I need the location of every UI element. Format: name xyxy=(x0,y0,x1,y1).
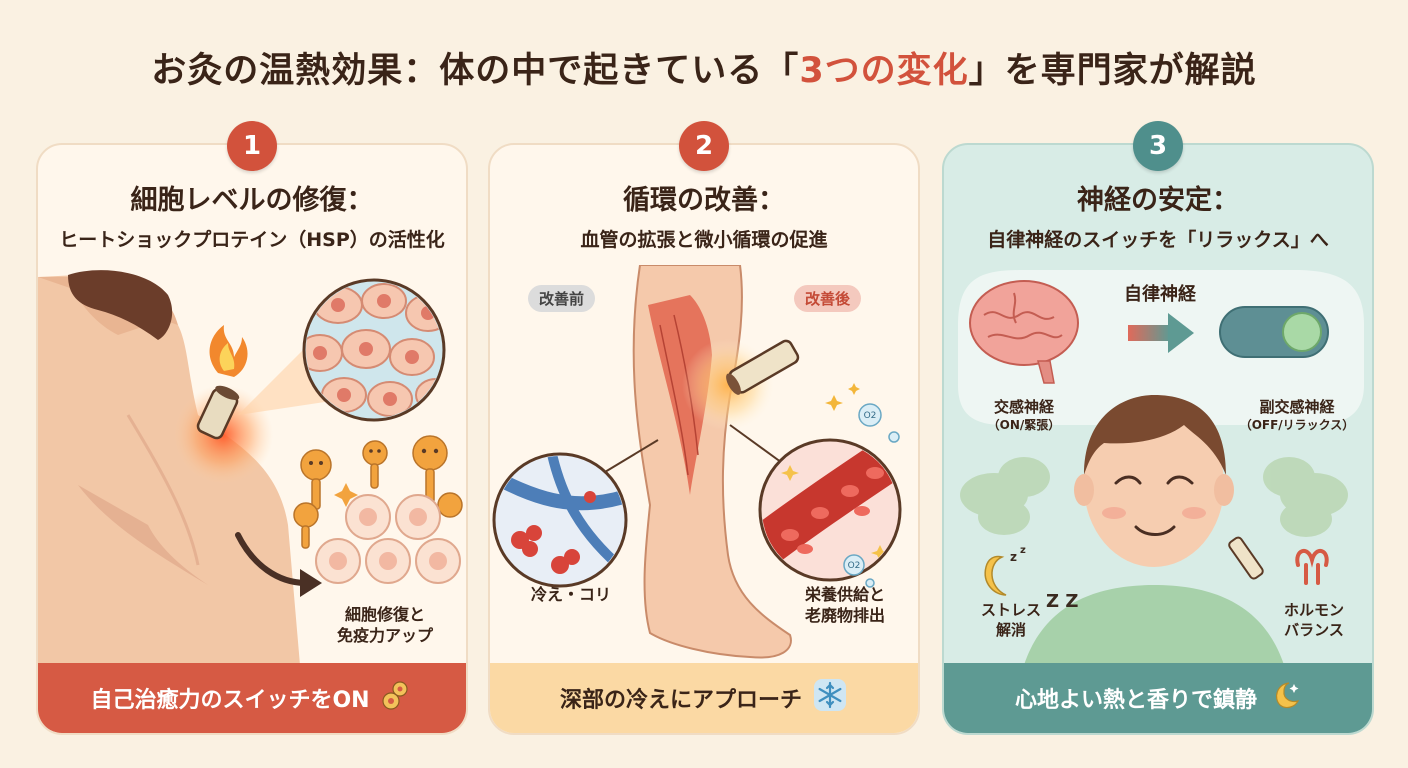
sympathetic-note: （ON/緊張） xyxy=(987,417,1061,432)
step-badge-1: 1 xyxy=(227,121,277,171)
snowflake-icon xyxy=(812,677,848,719)
card-subtitle: 自律神経のスイッチを「リラックス」へ xyxy=(987,229,1329,251)
parasympathetic-name: 副交感神経 xyxy=(1259,398,1335,416)
card-subtitle: ヒートショックプロテイン（HSP）の活性化 xyxy=(59,229,445,251)
title-highlight: 3つの変化 xyxy=(799,51,969,91)
autonomic-label: 自律神経 xyxy=(1124,284,1196,305)
card-footer: 深部の冷えにアプローチ xyxy=(490,663,918,733)
o2-label: O2 xyxy=(864,411,877,421)
sympathetic-label: 交感神経 （ON/緊張） xyxy=(964,398,1084,433)
card-title: 神経の安定： xyxy=(1077,185,1239,216)
step-badge-2: 2 xyxy=(679,121,729,171)
relax-illustration: z z Z Z xyxy=(958,270,1364,665)
stress-relief-label: ストレス 解消 xyxy=(980,601,1041,639)
card-nervous-system: 神経の安定： 自律神経のスイッチを「リラックス」へ xyxy=(942,143,1374,735)
nutrition-label: 栄養供給と 老廃物排出 xyxy=(804,585,885,625)
page-title: お灸の温熱効果：体の中で起きている「3つの変化」を専門家が解説 xyxy=(0,42,1408,93)
gear-icon xyxy=(380,678,414,718)
card-cell-repair: 細胞レベルの修復： ヒートショックプロテイン（HSP）の活性化 xyxy=(36,143,468,735)
card-circulation: 循環の改善： 血管の拡張と微小循環の促進 改善前 改善後 xyxy=(488,143,920,735)
zzz-text: Z Z xyxy=(1046,591,1078,612)
o2-label: O2 xyxy=(848,561,861,571)
parasympathetic-note: （OFF/リラックス） xyxy=(1239,417,1355,432)
cell-repair-label: 細胞修復と 免疫力アップ xyxy=(336,605,433,645)
sympathetic-name: 交感神経 xyxy=(993,398,1054,416)
hormone-balance-label: ホルモン バランス xyxy=(1283,601,1344,639)
svg-text:z: z xyxy=(1010,550,1017,564)
after-pill: 改善後 xyxy=(794,285,862,312)
title-post: 」を専門家が解説 xyxy=(968,51,1257,91)
step-badge-3: 3 xyxy=(1133,121,1183,171)
before-pill: 改善前 xyxy=(528,285,596,312)
card-footer: 心地よい熱と香りで鎮静 xyxy=(944,663,1372,733)
back-moxa-illustration xyxy=(38,270,463,665)
card-title: 循環の改善： xyxy=(623,185,785,216)
footer-text: 自己治癒力のスイッチをON xyxy=(90,688,370,713)
card-subtitle: 血管の拡張と微小循環の促進 xyxy=(580,229,828,251)
footer-text: 心地よい熱と香りで鎮静 xyxy=(1014,688,1257,713)
svg-text:z: z xyxy=(1020,545,1026,556)
card-footer: 自己治癒力のスイッチをON xyxy=(38,663,466,733)
moon-icon xyxy=(1267,678,1301,718)
cold-stiffness-label: 冷え・コリ xyxy=(530,585,611,604)
title-pre: お灸の温熱効果：体の中で起きている「 xyxy=(151,51,800,91)
footer-text: 深部の冷えにアプローチ xyxy=(559,688,802,713)
leg-circulation-illustration: O2 O2 xyxy=(492,265,902,659)
parasympathetic-label: 副交感神経 （OFF/リラックス） xyxy=(1222,398,1372,433)
card-title: 細胞レベルの修復： xyxy=(130,185,374,216)
